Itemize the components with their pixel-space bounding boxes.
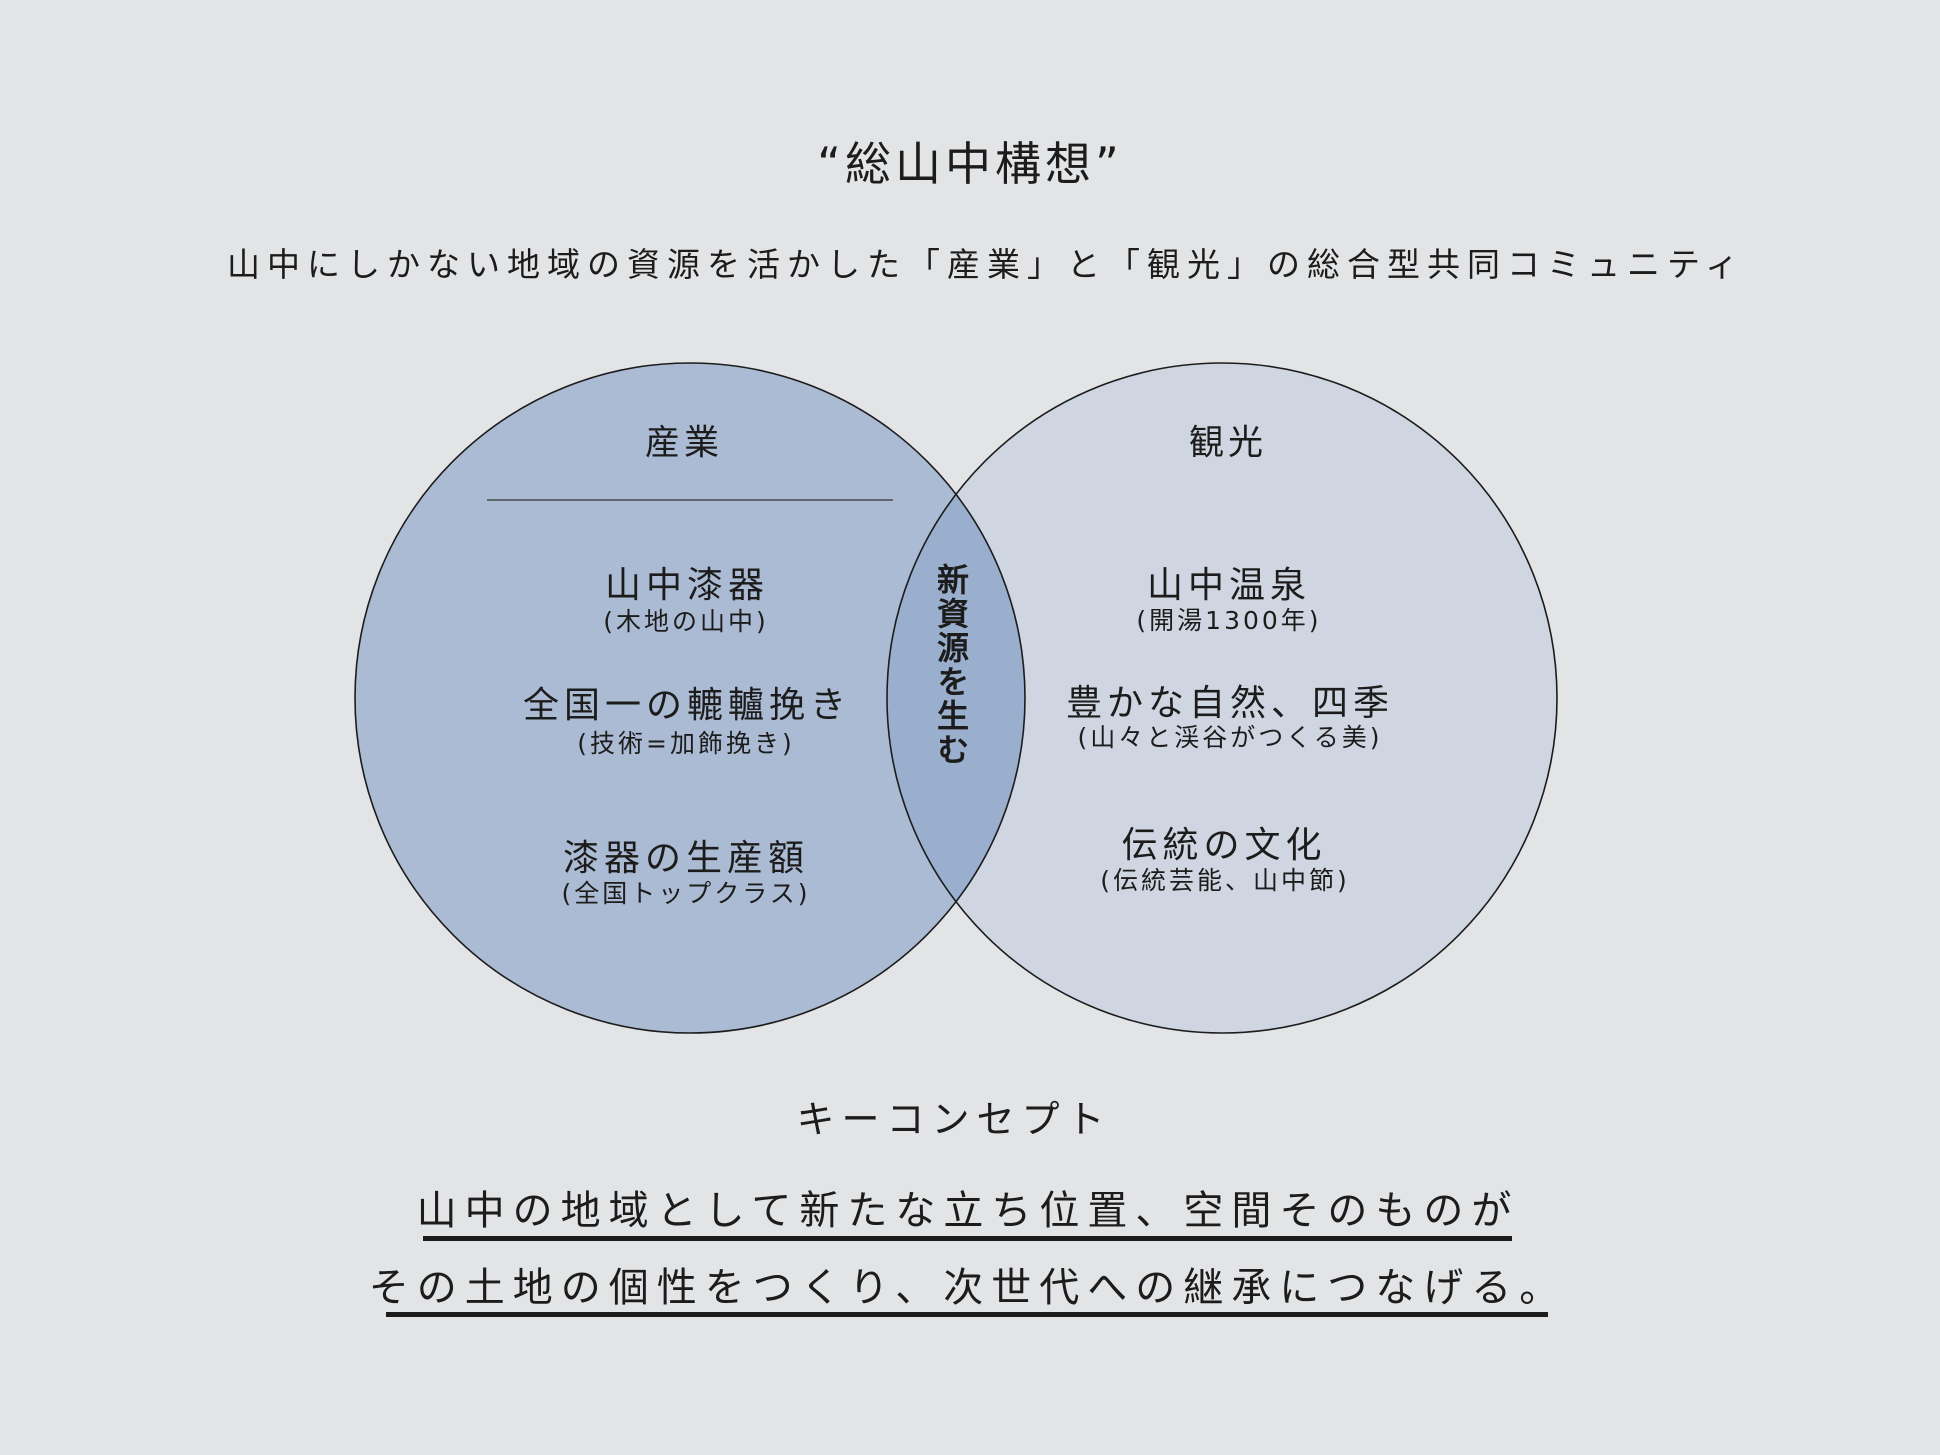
industry-item-main: 漆器の生産額 [562,838,810,879]
tourism-label: 観光 [1188,423,1268,464]
tourism-item-sub: (開湯1300年) [1136,606,1322,635]
underline [386,1312,1548,1317]
industry-item-sub: (技術=加飾挽き) [577,729,795,758]
key-concept-line: その土地の個性をつくり、次世代への継承につなげる。 [368,1265,1568,1311]
tourism-item-sub: (伝統芸能、山中節) [1100,866,1350,895]
industry-item-main: 山中漆器 [604,565,770,606]
industry-item-sub: (木地の山中) [603,607,769,636]
industry-item-sub: (全国トップクラス) [561,879,811,908]
tourism-item-main: 豊かな自然、四季 [1065,683,1395,724]
tourism-item-main: 伝統の文化 [1121,825,1327,866]
subtitle: 山中にしかない地域の資源を活かした「産業」と「観光」の総合型共同コミュニティ [226,245,1746,284]
tourism-circle [887,363,1557,1033]
industry-item-main: 全国一の轆轤挽き [522,685,852,726]
industry-circle [355,363,1025,1033]
underline [423,1236,1512,1241]
tourism-item-sub: (山々と渓谷がつくる美) [1077,723,1383,752]
key-concept-label: キーコンセプト [796,1097,1112,1142]
key-concept-line: 山中の地域として新たな立ち位置、空間そのものが [416,1188,1520,1234]
tourism-item-main: 山中温泉 [1146,565,1312,606]
page-title: “総山中構想” [817,137,1123,191]
industry-label: 産業 [644,423,724,464]
overlap-label: 新資源を生む [932,563,970,767]
